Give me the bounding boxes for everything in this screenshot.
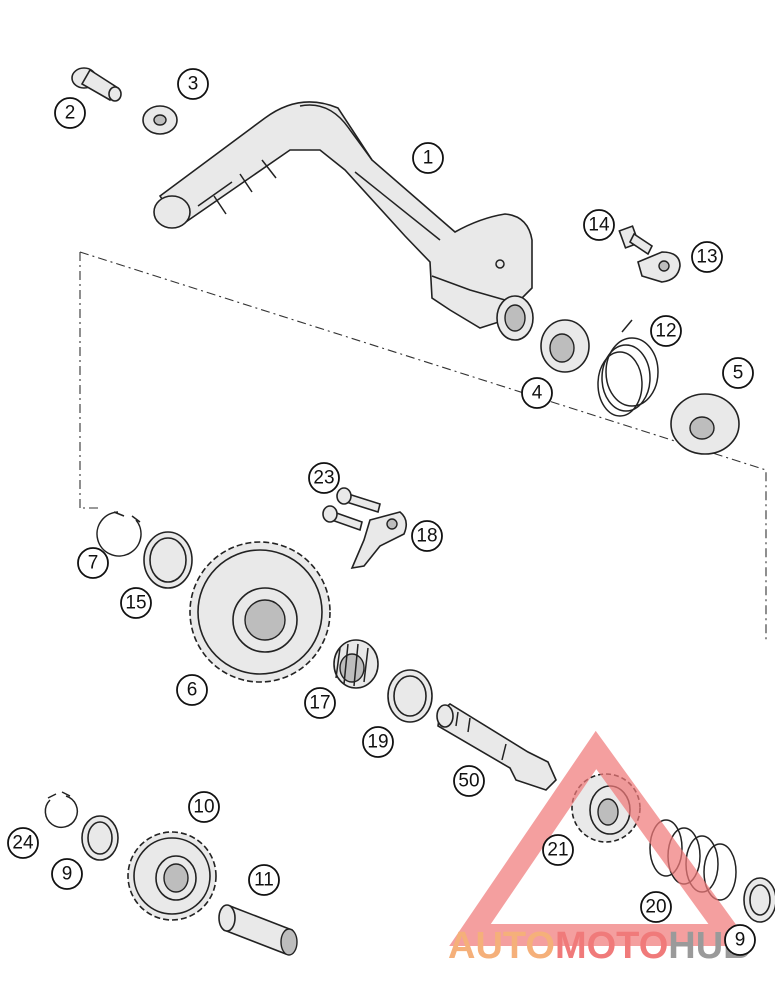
- washer-9-right: [743, 877, 775, 923]
- washer: [142, 105, 178, 135]
- screws: [322, 487, 381, 532]
- callout-50: 50: [453, 765, 485, 797]
- watermark-text: AUTOMOTOHUB: [448, 925, 751, 967]
- ratchet-pawl: [350, 511, 408, 570]
- callout-23: 23: [308, 462, 340, 494]
- large-gear: [189, 541, 331, 683]
- svg-text:14: 14: [588, 215, 610, 236]
- svg-text:15: 15: [125, 593, 146, 614]
- svg-text:18: 18: [416, 526, 437, 547]
- watermark-moto: MOTO: [555, 925, 668, 967]
- svg-text:12: 12: [655, 321, 676, 342]
- callout-17: 17: [304, 687, 336, 719]
- watermark-logo: [449, 730, 752, 946]
- svg-text:24: 24: [12, 833, 34, 854]
- kick-starter-shaft: [436, 703, 557, 791]
- callout-9-right: 9: [724, 924, 756, 956]
- watermark-auto: AUTO: [448, 925, 555, 967]
- washer-9-left: [81, 815, 119, 861]
- svg-text:21: 21: [547, 840, 568, 861]
- svg-text:9: 9: [62, 864, 73, 885]
- svg-text:23: 23: [313, 468, 334, 489]
- thrust-washer-19: [387, 669, 433, 723]
- bracket: [637, 251, 681, 283]
- svg-text:2: 2: [65, 103, 76, 124]
- svg-text:50: 50: [458, 771, 479, 792]
- callout-19: 19: [362, 726, 394, 758]
- svg-text:13: 13: [696, 247, 717, 268]
- callout-7: 7: [77, 547, 109, 579]
- coil-spring: [597, 319, 659, 417]
- seal-ring: [540, 319, 590, 373]
- svg-text:17: 17: [309, 693, 330, 714]
- svg-text:5: 5: [733, 363, 744, 384]
- svg-text:10: 10: [193, 797, 214, 818]
- svg-text:4: 4: [532, 383, 543, 404]
- svg-text:7: 7: [88, 553, 99, 574]
- thrust-washer-15: [143, 531, 193, 589]
- callout-11: 11: [248, 864, 280, 896]
- callout-15: 15: [120, 587, 152, 619]
- callout-20: 20: [640, 891, 672, 923]
- kick-starter-lever: [153, 101, 534, 341]
- svg-text:19: 19: [367, 732, 388, 753]
- callout-12: 12: [650, 315, 682, 347]
- svg-text:3: 3: [188, 74, 199, 95]
- svg-text:20: 20: [645, 897, 666, 918]
- idler-gear: [127, 831, 217, 921]
- svg-text:9: 9: [735, 930, 746, 951]
- svg-text:6: 6: [187, 680, 198, 701]
- idler-pin: [218, 904, 298, 956]
- callout-1: 1: [412, 142, 444, 174]
- bolt: [618, 225, 654, 256]
- snap-ring: [96, 511, 142, 557]
- circlip: [44, 791, 79, 829]
- svg-text:1: 1: [423, 148, 434, 169]
- callout-24: 24: [7, 827, 39, 859]
- callout-4: 4: [521, 377, 553, 409]
- svg-text:11: 11: [254, 870, 274, 891]
- callout-3: 3: [177, 68, 209, 100]
- pin: [71, 67, 122, 102]
- callout-13: 13: [691, 241, 723, 273]
- callout-21: 21: [542, 834, 574, 866]
- callout-18: 18: [411, 520, 443, 552]
- callout-10: 10: [188, 791, 220, 823]
- needle-bearing: [333, 639, 379, 689]
- callout-14: 14: [583, 209, 615, 241]
- assembly-boundary-line: [79, 251, 767, 640]
- callout-5: 5: [722, 357, 754, 389]
- callout-2: 2: [54, 97, 86, 129]
- callout-6: 6: [176, 674, 208, 706]
- callout-9-left: 9: [51, 858, 83, 890]
- flat-washer: [670, 393, 740, 455]
